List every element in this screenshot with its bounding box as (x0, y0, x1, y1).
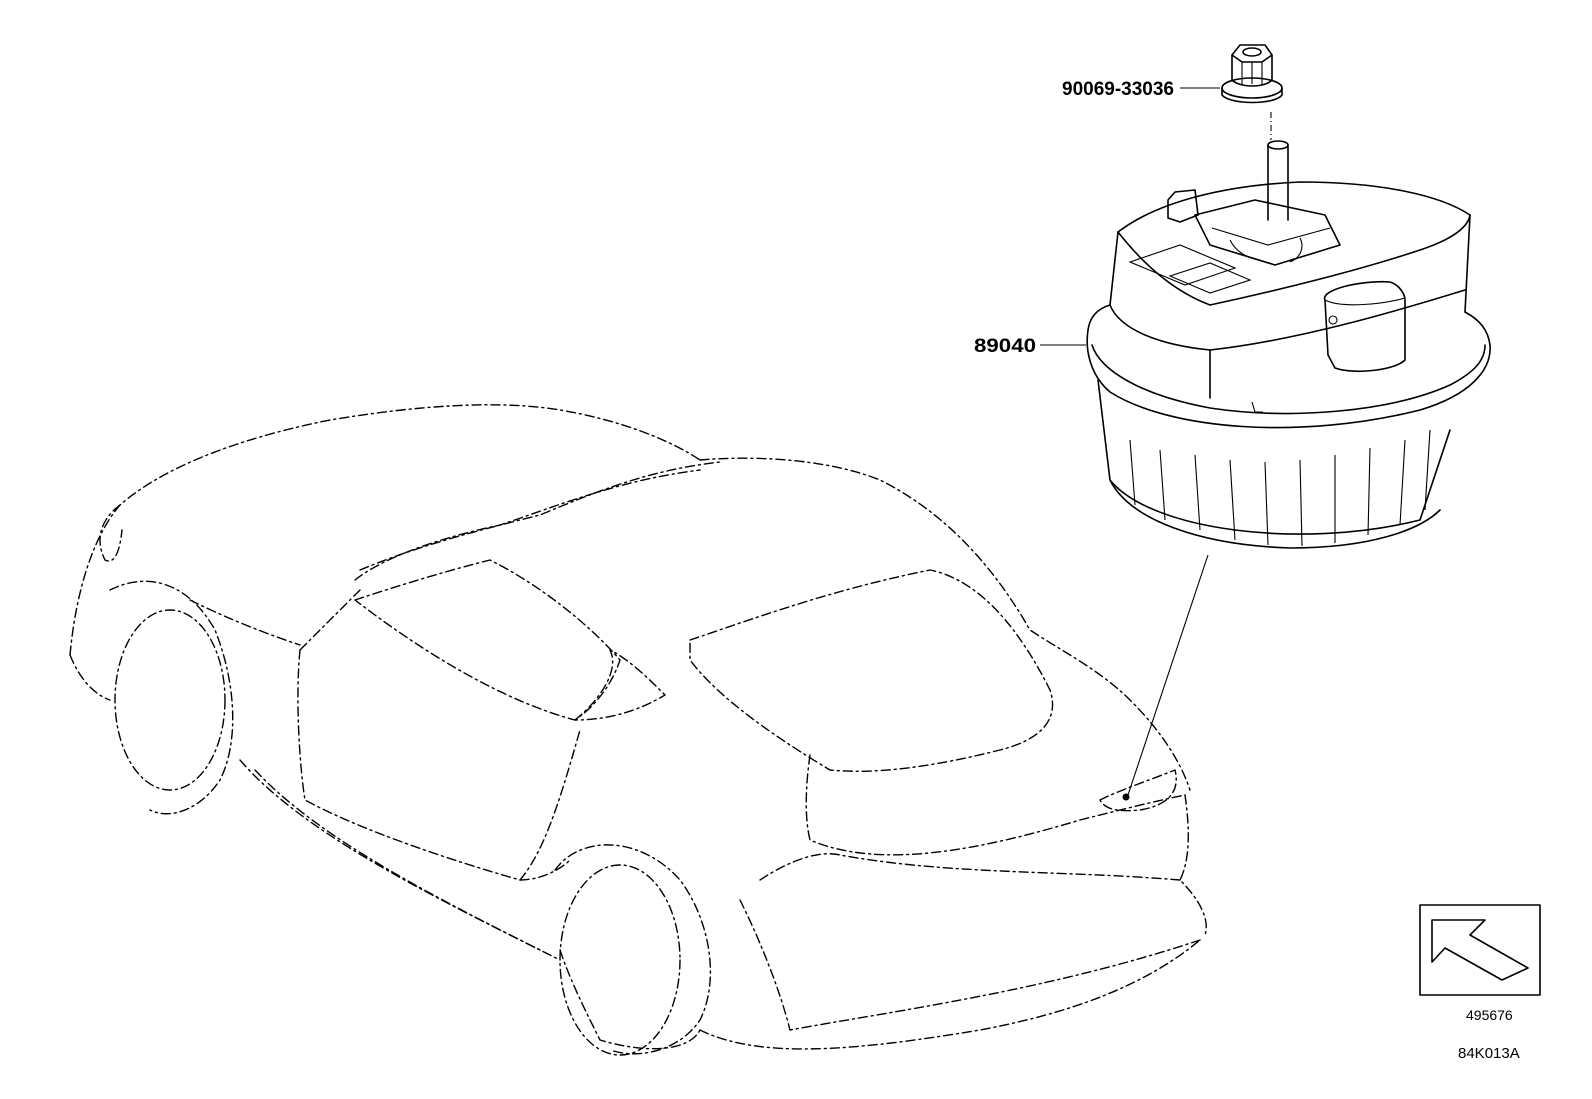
part-number-nut: 90069-33036 (1062, 79, 1174, 100)
siren-module-89040 (1086, 140, 1491, 549)
figure-code: 84K013A (1458, 1045, 1520, 1062)
flange-nut-90069-33036 (1221, 44, 1283, 104)
view-direction-arrow-icon (1431, 919, 1529, 981)
leader-line-location (1127, 554, 1209, 796)
view-number: 495676 (1466, 1007, 1513, 1023)
location-dot (1122, 793, 1130, 801)
part-number-module: 89040 (974, 336, 1036, 357)
vehicle-outline (69, 404, 1207, 1056)
view-direction-box (1419, 904, 1541, 996)
